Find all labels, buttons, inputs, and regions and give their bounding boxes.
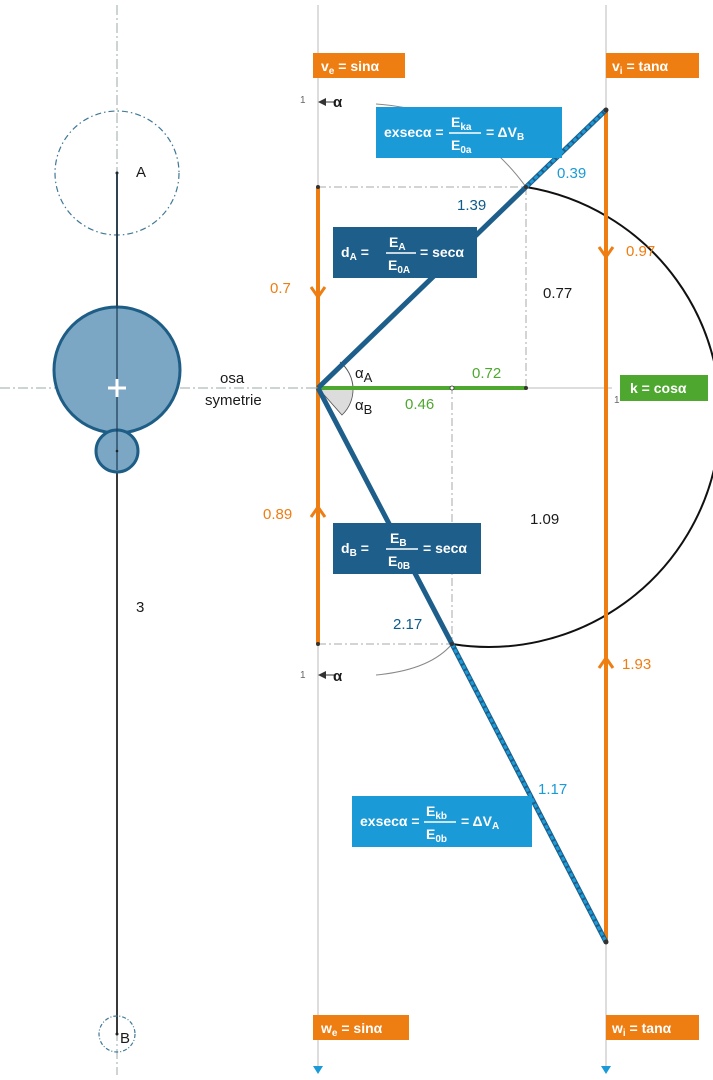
d-b-rhs: = secα xyxy=(423,540,467,556)
alpha-b-label: αB xyxy=(355,397,372,417)
label-v-bottom: 0.89 xyxy=(263,506,292,523)
axis-label-osa: osa xyxy=(220,370,245,387)
box-we-text: we = sinα xyxy=(320,1020,383,1039)
exsec-bottom-rhs: = ΔVA xyxy=(461,813,499,832)
label-tan-top: 0.97 xyxy=(626,243,655,260)
d-b-lhs: dB = xyxy=(341,540,369,559)
box-wi-text: wi = tanα xyxy=(611,1020,672,1039)
diag-bottom xyxy=(315,386,455,646)
d-a-num: EA xyxy=(389,234,406,253)
point-b-label: B xyxy=(120,1030,130,1047)
box-k-text: k = cosα xyxy=(630,380,687,396)
label-v-top: 0.7 xyxy=(270,280,291,297)
d-b-num: EB xyxy=(390,530,407,549)
exsec-top-lhs: exsecα = xyxy=(384,124,444,140)
circle-b-outline xyxy=(98,1015,136,1053)
label-exsec-bottom: 1.17 xyxy=(538,781,567,798)
box-wi xyxy=(606,1015,699,1040)
axis-label-symetrie: symetrie xyxy=(205,392,262,409)
label-da-len: 1.39 xyxy=(457,197,486,214)
label-cos-a: 0.72 xyxy=(472,365,501,382)
exsec-bottom-num: Ekb xyxy=(426,803,447,822)
box-vi-text: vi = tanα xyxy=(612,58,669,77)
label-exsec-top: 0.39 xyxy=(557,165,586,182)
box-ve-text: ve = sinα xyxy=(321,58,380,77)
exsec-top-rhs: = ΔVB xyxy=(486,124,524,143)
d-b-den: E0B xyxy=(388,553,410,572)
circle-number: 3 xyxy=(136,599,144,616)
exsec-bottom-lhs: exsecα = xyxy=(360,813,420,829)
scale-one-bottom: 1 xyxy=(300,670,306,681)
angle-arc-bottom xyxy=(375,643,453,676)
label-tan-bottom: 1.93 xyxy=(622,656,651,673)
box-ve xyxy=(313,53,405,78)
alpha-bottom: α xyxy=(333,668,343,685)
scale-one-top: 1 xyxy=(300,95,306,106)
label-arc-bottom: 1.09 xyxy=(530,511,559,528)
d-a-den: E0A xyxy=(388,257,410,276)
exsec-top-num: Eka xyxy=(451,114,472,133)
exsec-bottom-den: E0b xyxy=(426,826,447,845)
label-db-len: 2.17 xyxy=(393,616,422,633)
box-vi xyxy=(606,53,699,78)
unit-arc xyxy=(451,186,713,648)
alpha-a-label: αA xyxy=(355,365,373,385)
box-k xyxy=(620,375,708,401)
label-cos-b: 0.46 xyxy=(405,396,434,413)
diag-top xyxy=(316,185,528,390)
d-a-lhs: dA = xyxy=(341,244,369,263)
exsec-top-den: E0a xyxy=(451,137,472,156)
scale-one-right: 1 xyxy=(614,395,620,406)
alpha-top: α xyxy=(333,94,343,111)
box-we xyxy=(313,1015,409,1040)
arrow-down-left xyxy=(313,1066,323,1074)
arrow-down-right xyxy=(601,1066,611,1074)
label-arc-top: 0.77 xyxy=(543,285,572,302)
d-a-rhs: = secα xyxy=(420,244,464,260)
point-a-label: A xyxy=(136,164,146,181)
